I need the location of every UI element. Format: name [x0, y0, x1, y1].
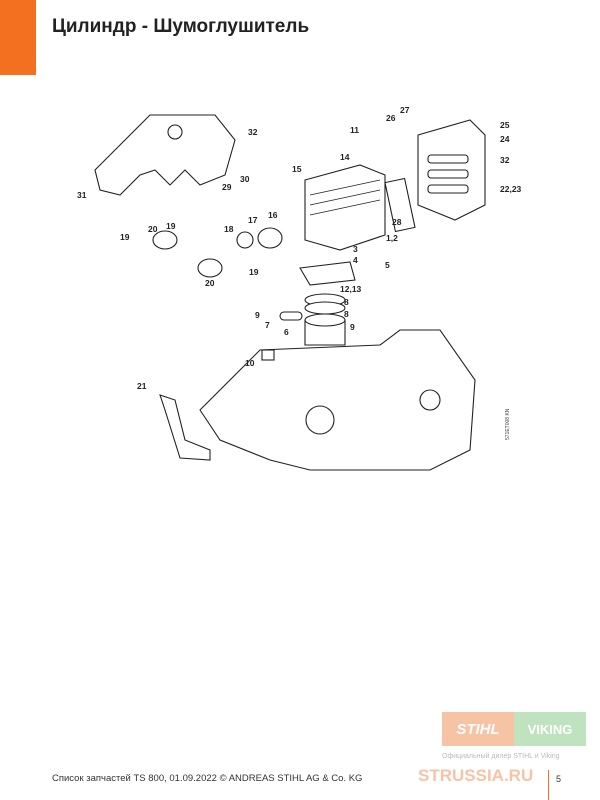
piston-pin — [279, 311, 303, 321]
drawing-code: 571ET008 KN — [505, 408, 511, 440]
callout: 5 — [385, 260, 390, 270]
callout: 8 — [344, 309, 349, 319]
callout: 19 — [166, 221, 176, 231]
callout: 26 — [386, 113, 396, 123]
dealer-text: Официальный дилер STIHL и Viking — [442, 753, 560, 760]
callout: 24 — [500, 134, 510, 144]
callout: 3 — [353, 244, 358, 254]
stihl-logo: STIHL — [442, 712, 514, 746]
callout: 8 — [344, 297, 349, 307]
callout: 29 — [222, 182, 232, 192]
callout: 14 — [340, 152, 350, 162]
page-divider — [548, 770, 549, 800]
piston-rings — [304, 293, 346, 315]
callout: 19 — [249, 267, 259, 277]
callout: 12,13 — [340, 284, 362, 294]
muffler — [417, 119, 486, 221]
page-number: 5 — [556, 774, 562, 784]
hose — [159, 394, 211, 461]
cylinder — [304, 164, 416, 251]
site-watermark: STRUSSIA.RU — [418, 766, 534, 785]
callout: 18 — [224, 224, 234, 234]
callout: 1,2 — [386, 233, 398, 243]
callout: 20 — [205, 278, 215, 288]
callout: 32 — [500, 155, 510, 165]
callout: 30 — [240, 174, 250, 184]
page-title: Цилиндр - Шумоглушитель — [52, 16, 310, 37]
viking-logo: VIKING — [514, 712, 586, 746]
callout: 25 — [500, 120, 510, 130]
piston — [304, 313, 346, 346]
gasket — [299, 261, 356, 286]
callout: 7 — [265, 320, 270, 330]
engine-cover — [94, 114, 236, 196]
dealer-logo: STIHL VIKING — [442, 712, 586, 746]
callout: 32 — [248, 127, 258, 137]
callout: 28 — [392, 217, 402, 227]
accent-bar — [0, 0, 36, 75]
callout: 9 — [255, 310, 260, 320]
callout: 19 — [120, 232, 130, 242]
callout: 6 — [284, 327, 289, 337]
callout: 11 — [350, 125, 359, 135]
intake-flanges — [152, 227, 283, 278]
callouts: 32 31 29 30 27 26 25 24 11 32 14 15 22,2… — [77, 105, 522, 391]
callout: 27 — [400, 105, 410, 115]
callout: 21 — [137, 381, 147, 391]
callout: 20 — [148, 224, 158, 234]
callout: 9 — [350, 322, 355, 332]
callout: 10 — [245, 358, 255, 368]
callout: 31 — [77, 190, 87, 200]
callout: 17 — [248, 215, 258, 225]
footer-text: Список запчастей TS 800, 01.09.2022 © AN… — [52, 773, 363, 784]
bearing — [261, 349, 275, 361]
crankcase — [199, 329, 476, 471]
callout: 16 — [268, 210, 278, 220]
callout: 4 — [353, 255, 358, 265]
callout: 22,23 — [500, 184, 522, 194]
callout: 15 — [292, 164, 302, 174]
